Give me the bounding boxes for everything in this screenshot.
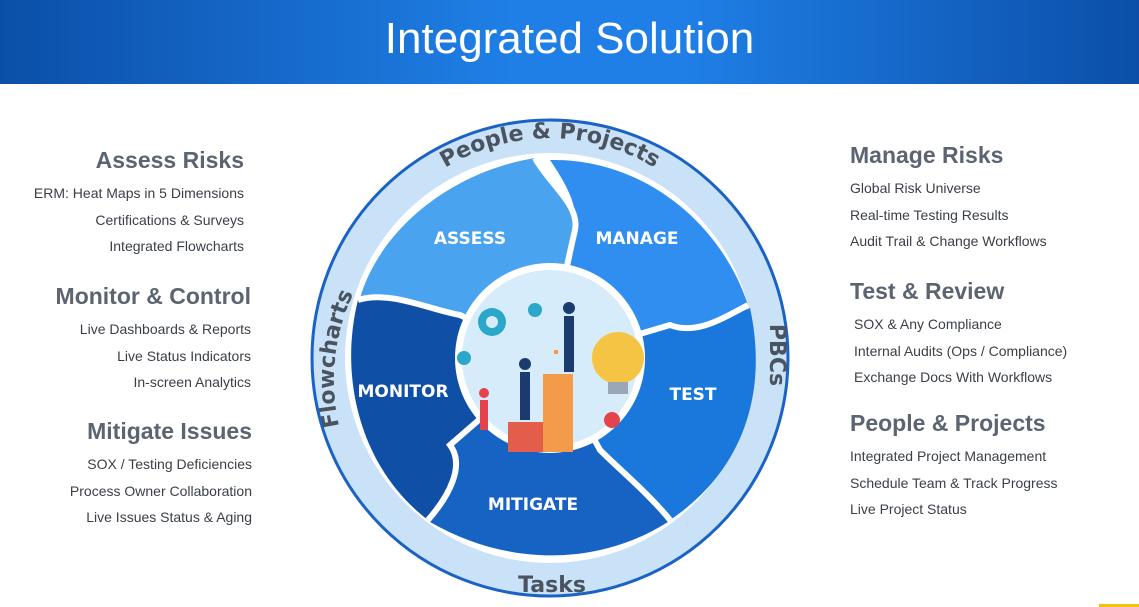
page-title: Integrated Solution xyxy=(384,14,755,63)
section-heading: Manage Risks xyxy=(850,142,1004,168)
list-item: In-screen Analytics xyxy=(133,374,252,390)
segment-label-manage: MANAGE xyxy=(595,229,678,249)
list-item: Live Issues Status & Aging xyxy=(86,509,252,525)
gear-icon xyxy=(457,303,542,365)
list-item: Real-time Testing Results xyxy=(850,206,1009,223)
list-item: Process Owner Collaboration xyxy=(69,482,252,499)
list-item: SOX / Testing Deficiencies xyxy=(87,456,252,472)
section-test-review: Test & Review SOX & Any Compliance Inter… xyxy=(850,278,1067,391)
section-mitigate-issues: Mitigate Issues SOX / Testing Deficienci… xyxy=(70,418,252,531)
segment-label-monitor: MONITOR xyxy=(357,382,448,402)
section-heading: Mitigate Issues xyxy=(87,418,252,444)
section-heading: Monitor & Control xyxy=(55,283,251,309)
section-manage-risks: Manage Risks Global Risk Universe Real-t… xyxy=(850,142,1047,255)
list-item: Global Risk Universe xyxy=(850,180,981,196)
segment-label-test: TEST xyxy=(669,385,716,405)
podium-icon xyxy=(508,350,573,452)
section-heading: People & Projects xyxy=(850,410,1046,436)
section-assess-risks: Assess Risks ERM: Heat Maps in 5 Dimensi… xyxy=(34,147,244,260)
corner-accent xyxy=(1099,604,1139,607)
people-icon xyxy=(479,302,575,430)
segment-label-mitigate: MITIGATE xyxy=(488,495,578,515)
list-item: Live Dashboards & Reports xyxy=(79,321,251,337)
title-banner: Integrated Solution xyxy=(0,0,1139,84)
segment-mitigate xyxy=(430,358,668,556)
lightbulb-icon xyxy=(592,332,644,428)
section-people-projects: People & Projects Integrated Project Man… xyxy=(850,410,1058,523)
ring-label-bottom: Tasks xyxy=(518,573,586,598)
list-item: Live Project Status xyxy=(850,501,967,517)
list-item: Integrated Flowcharts xyxy=(109,238,244,254)
list-item: Audit Trail & Change Workflows xyxy=(850,233,1047,249)
cycle-diagram: ASSESS MANAGE TEST MITIGATE MONITOR Peop… xyxy=(310,118,790,598)
ring-label-right: PBCs xyxy=(764,324,789,386)
section-heading: Test & Review xyxy=(850,278,1005,304)
list-item: ERM: Heat Maps in 5 Dimensions xyxy=(33,185,244,201)
list-item: Live Status Indicators xyxy=(117,347,251,364)
section-heading: Assess Risks xyxy=(95,147,244,173)
list-item: SOX & Any Compliance xyxy=(854,316,1002,332)
list-item: Certifications & Surveys xyxy=(95,211,244,228)
list-item: Integrated Project Management xyxy=(850,448,1047,464)
section-monitor-control: Monitor & Control Live Dashboards & Repo… xyxy=(56,283,251,396)
list-item: Internal Audits (Ops / Compliance) xyxy=(854,342,1068,359)
segment-label-assess: ASSESS xyxy=(434,229,506,249)
list-item: Exchange Docs With Workflows xyxy=(854,369,1053,385)
list-item: Schedule Team & Track Progress xyxy=(850,474,1058,491)
